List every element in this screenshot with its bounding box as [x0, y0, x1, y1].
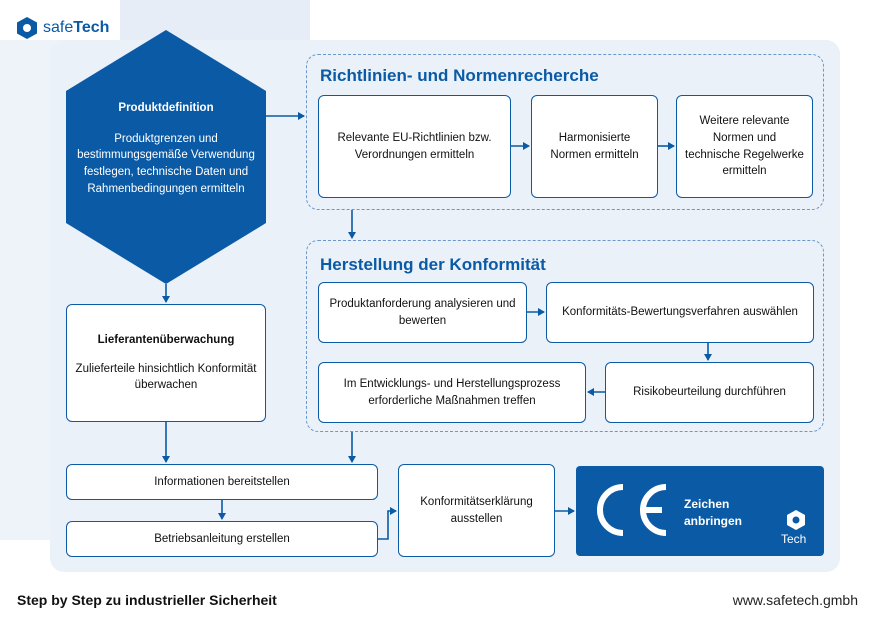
eu-directives-text: Relevante EU-Richtlinien bzw. Verordnung… — [337, 131, 492, 161]
brand-prefix: safe — [43, 19, 74, 36]
ce-text: Zeichen anbringen — [684, 496, 742, 530]
development-measures-text: Im Entwicklungs- und Herstellungsprozess… — [343, 377, 561, 407]
product-definition-hexagon — [66, 30, 266, 284]
development-measures-box: Im Entwicklungs- und Herstellungsprozess… — [318, 362, 586, 423]
section-conformity-title: Herstellung der Konformität — [320, 255, 546, 274]
product-definition: Produktdefinition Produktgrenzen und bes… — [74, 100, 258, 197]
supplier-monitoring-text: Zulieferteile hinsichtlich Konformität ü… — [75, 362, 257, 392]
eu-directives-box: Relevante EU-Richtlinien bzw. Verordnung… — [318, 95, 511, 198]
ce-text-line1: Zeichen — [684, 497, 730, 511]
further-standards-box: Weitere relevante Normen und technische … — [676, 95, 813, 198]
footer-tagline: Step by Step zu industrieller Sicherheit — [17, 592, 277, 608]
declaration-box: Konformitätserklärung ausstellen — [398, 464, 555, 557]
harmonized-standards-text: Harmonisierte Normen ermitteln — [550, 131, 639, 161]
section-conformity-frame — [306, 240, 824, 432]
product-requirements-box: Produktanforderung analysieren und bewer… — [318, 282, 527, 343]
assessment-procedure-text: Konformitäts-Bewertungsverfahren auswähl… — [562, 306, 798, 319]
operating-manual-text: Betriebsanleitung erstellen — [154, 532, 290, 545]
hexagon-logo-icon — [17, 17, 37, 39]
further-standards-text: Weitere relevante Normen und technische … — [685, 115, 804, 178]
risk-assessment-text: Risikobeurteilung durchführen — [633, 386, 786, 399]
tech-badge-icon — [787, 510, 805, 530]
tech-badge-label: Tech — [781, 532, 807, 546]
risk-assessment-box: Risikobeurteilung durchführen — [605, 362, 814, 423]
brand-suffix: Tech — [73, 19, 110, 36]
provide-information-box: Informationen bereitstellen — [66, 464, 378, 500]
ce-marking-box: Zeichen anbringen Tech — [576, 466, 824, 556]
ce-mark-icon — [597, 484, 667, 536]
supplier-monitoring-box: Lieferantenüberwachung Zulieferteile hin… — [66, 304, 266, 422]
product-definition-text: Produktgrenzen und bestimmungsgemäße Ver… — [77, 132, 255, 195]
harmonized-standards-box: Harmonisierte Normen ermitteln — [531, 95, 658, 198]
brand-logo: safeTech — [16, 16, 109, 40]
operating-manual-box: Betriebsanleitung erstellen — [66, 521, 378, 557]
product-definition-title: Produktdefinition — [118, 102, 214, 114]
provide-information-text: Informationen bereitstellen — [154, 475, 290, 488]
supplier-monitoring-title: Lieferantenüberwachung — [97, 333, 235, 346]
arrow — [378, 507, 397, 540]
section-research-frame — [306, 54, 824, 210]
declaration-text: Konformitätserklärung ausstellen — [420, 495, 533, 525]
footer-url[interactable]: www.safetech.gmbh — [732, 592, 858, 608]
section-research-title: Richtlinien- und Normenrecherche — [320, 66, 599, 85]
ce-text-line2: anbringen — [684, 513, 743, 528]
product-requirements-text: Produktanforderung analysieren und bewer… — [329, 297, 516, 327]
assessment-procedure-box: Konformitäts-Bewertungsverfahren auswähl… — [546, 282, 814, 343]
